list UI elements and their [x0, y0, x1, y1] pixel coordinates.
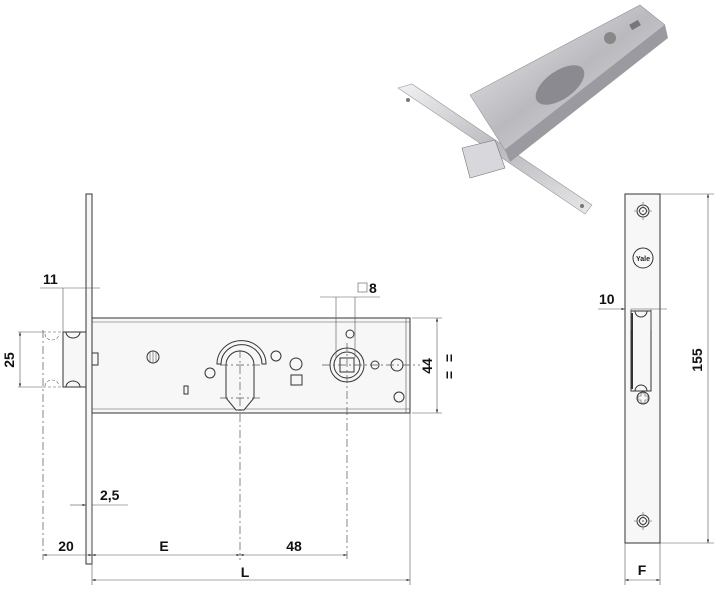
equal-mark-top: = — [441, 354, 457, 362]
lock-product-photo — [397, 4, 668, 215]
dim-155: 155 — [689, 348, 705, 372]
square-symbol-icon — [357, 282, 368, 293]
dim-10: 10 — [599, 291, 615, 307]
dim-20: 20 — [58, 538, 74, 554]
dim-11: 11 — [43, 271, 58, 287]
yale-logo-text: Yale — [636, 256, 650, 263]
dim-44: 44 — [419, 358, 435, 374]
latch-bolt — [62, 331, 87, 388]
dim-25: 25 — [1, 352, 17, 368]
dim-F: F — [638, 562, 647, 578]
equal-mark-bottom: = — [441, 371, 457, 379]
dim-8: 8 — [369, 280, 377, 296]
faceplate — [85, 193, 93, 565]
cylinder-hole — [225, 350, 255, 411]
yale-logo — [632, 247, 654, 269]
lock-side-view — [42, 193, 420, 565]
dim-E: E — [159, 538, 168, 554]
strike-plate-view: Yale — [624, 193, 661, 544]
dim-48: 48 — [286, 538, 302, 554]
strike-dimension-lines — [598, 193, 714, 585]
dim-L: L — [241, 564, 250, 580]
dimension-lines — [18, 287, 442, 585]
dim-2-5: 2,5 — [100, 487, 120, 503]
